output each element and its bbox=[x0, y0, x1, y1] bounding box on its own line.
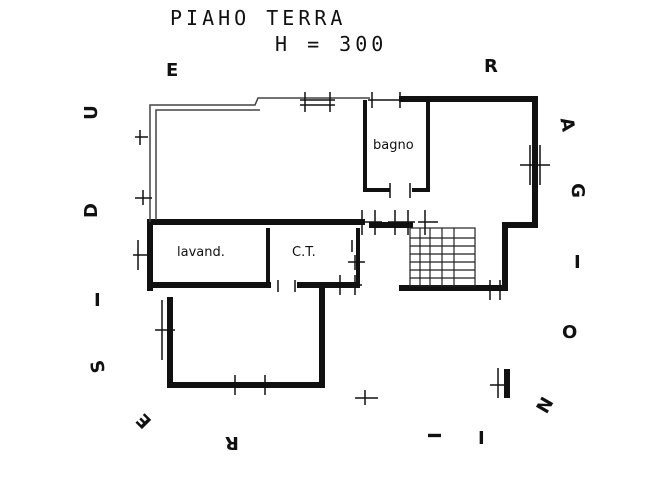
room-label-lavand: lavand. bbox=[177, 245, 225, 260]
window-marks bbox=[133, 92, 550, 405]
signature-letter: R bbox=[484, 56, 498, 77]
signature-letter: I bbox=[94, 290, 101, 311]
staircase bbox=[409, 227, 476, 287]
wall-bottom-room bbox=[167, 282, 325, 388]
plan-height: H = 300 bbox=[275, 32, 388, 56]
room-label-bagno: bagno bbox=[373, 138, 414, 153]
signature-letter: I bbox=[422, 432, 444, 439]
signature-letter: U bbox=[80, 105, 102, 120]
room-label-ct: C.T. bbox=[292, 245, 316, 260]
wall-stair-right bbox=[399, 222, 508, 291]
signature-letter: D bbox=[80, 203, 102, 218]
signature-letter: I bbox=[478, 428, 485, 449]
signature-letter: O bbox=[562, 322, 578, 343]
wall-right-room bbox=[399, 96, 538, 228]
signature-letter: E bbox=[166, 60, 179, 81]
signature-letter: I bbox=[574, 252, 581, 273]
signature-letter: R bbox=[225, 432, 239, 453]
outline-upper-left-inner bbox=[155, 109, 260, 220]
plan-title: PIAHO TERRA bbox=[170, 6, 347, 30]
signature-letter: G bbox=[566, 183, 588, 198]
outline-upper-left bbox=[149, 97, 370, 222]
